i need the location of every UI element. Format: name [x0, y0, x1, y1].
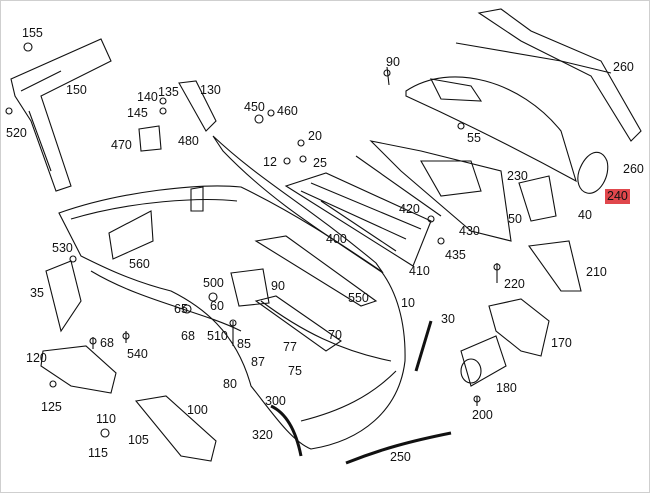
part-label-560: 560: [129, 257, 150, 271]
diffuser-260: [477, 8, 642, 142]
part-label-155: 155: [22, 26, 43, 40]
part-label-10: 10: [401, 296, 415, 310]
part-label-100: 100: [187, 403, 208, 417]
part-label-530: 530: [52, 241, 73, 255]
part-label-320: 320: [252, 428, 273, 442]
part-label-470: 470: [111, 138, 132, 152]
part-label-75: 75: [288, 364, 302, 378]
diffuser-lower: [369, 140, 512, 242]
part-250: [345, 431, 452, 465]
part-label-240-highlighted: 240: [605, 189, 630, 204]
part-label-230: 230: [507, 169, 528, 183]
bracket-150: [10, 38, 112, 192]
diffuser-50: [405, 76, 577, 183]
bar-70: [254, 295, 342, 352]
part-label-20: 20: [308, 129, 322, 143]
part-label-35: 35: [30, 286, 44, 300]
part-label-50: 50: [508, 212, 522, 226]
part-label-210: 210: [586, 265, 607, 279]
part-label-400: 400: [326, 232, 347, 246]
part-label-220: 220: [504, 277, 525, 291]
part-470: [138, 125, 162, 152]
part-label-260-top: 260: [613, 60, 634, 74]
part-label-135: 135: [158, 85, 179, 99]
bracket-35: [45, 260, 82, 333]
part-label-520: 520: [6, 126, 27, 140]
part-label-25: 25: [313, 156, 327, 170]
part-label-540: 540: [127, 347, 148, 361]
part-500: [230, 268, 270, 307]
part-label-200: 200: [472, 408, 493, 422]
part-label-68-mid: 68: [181, 329, 195, 343]
part-label-435: 435: [445, 248, 466, 262]
part-label-145: 145: [127, 106, 148, 120]
exhaust-trim: [577, 151, 609, 194]
strip-12: [355, 155, 442, 217]
part-label-60: 60: [210, 299, 224, 313]
part-label-85: 85: [237, 337, 251, 351]
part-label-130: 130: [200, 83, 221, 97]
housing-180: [460, 335, 507, 387]
bar-550: [254, 235, 378, 307]
part-label-250: 250: [390, 450, 411, 464]
part-label-180: 180: [496, 381, 517, 395]
upper-trim: [212, 135, 384, 274]
part-100: [134, 395, 217, 462]
part-label-105: 105: [128, 433, 149, 447]
part-label-87: 87: [251, 355, 265, 369]
part-label-120: 120: [26, 351, 47, 365]
part-label-65: 65: [174, 302, 188, 316]
part-label-40: 40: [578, 208, 592, 222]
absorber: [284, 172, 432, 267]
part-label-70: 70: [328, 328, 342, 342]
part-30: [414, 320, 433, 372]
part-label-30: 30: [441, 312, 455, 326]
part-label-550: 550: [348, 291, 369, 305]
part-label-115: 115: [88, 446, 108, 460]
part-label-450: 450: [244, 100, 265, 114]
part-label-500: 500: [203, 276, 224, 290]
part-label-77: 77: [283, 340, 297, 354]
bracket-210: [528, 240, 582, 292]
part-label-420: 420: [399, 202, 420, 216]
part-label-260-side: 260: [623, 162, 644, 176]
part-label-300: 300: [265, 394, 286, 408]
part-label-510: 510: [207, 329, 228, 343]
part-label-55: 55: [467, 131, 481, 145]
part-label-110: 110: [96, 412, 116, 426]
part-label-12: 12: [263, 155, 277, 169]
part-label-170: 170: [551, 336, 572, 350]
bracket-170: [488, 298, 550, 357]
part-label-90-mid: 90: [271, 279, 285, 293]
part-label-125: 125: [41, 400, 62, 414]
part-label-80: 80: [223, 377, 237, 391]
bracket-230: [518, 175, 557, 222]
bracket-120: [40, 345, 117, 394]
part-320: [270, 404, 303, 457]
bumper-cover: [58, 185, 406, 450]
part-130: [178, 80, 217, 132]
reflector-left: [108, 210, 154, 260]
part-label-68-left: 68: [100, 336, 114, 350]
part-label-140: 140: [137, 90, 158, 104]
part-label-430: 430: [459, 224, 480, 238]
part-label-90-top: 90: [386, 55, 400, 69]
part-label-150: 150: [66, 83, 87, 97]
part-label-480: 480: [178, 134, 199, 148]
part-label-460: 460: [277, 104, 298, 118]
part-label-410: 410: [409, 264, 430, 278]
